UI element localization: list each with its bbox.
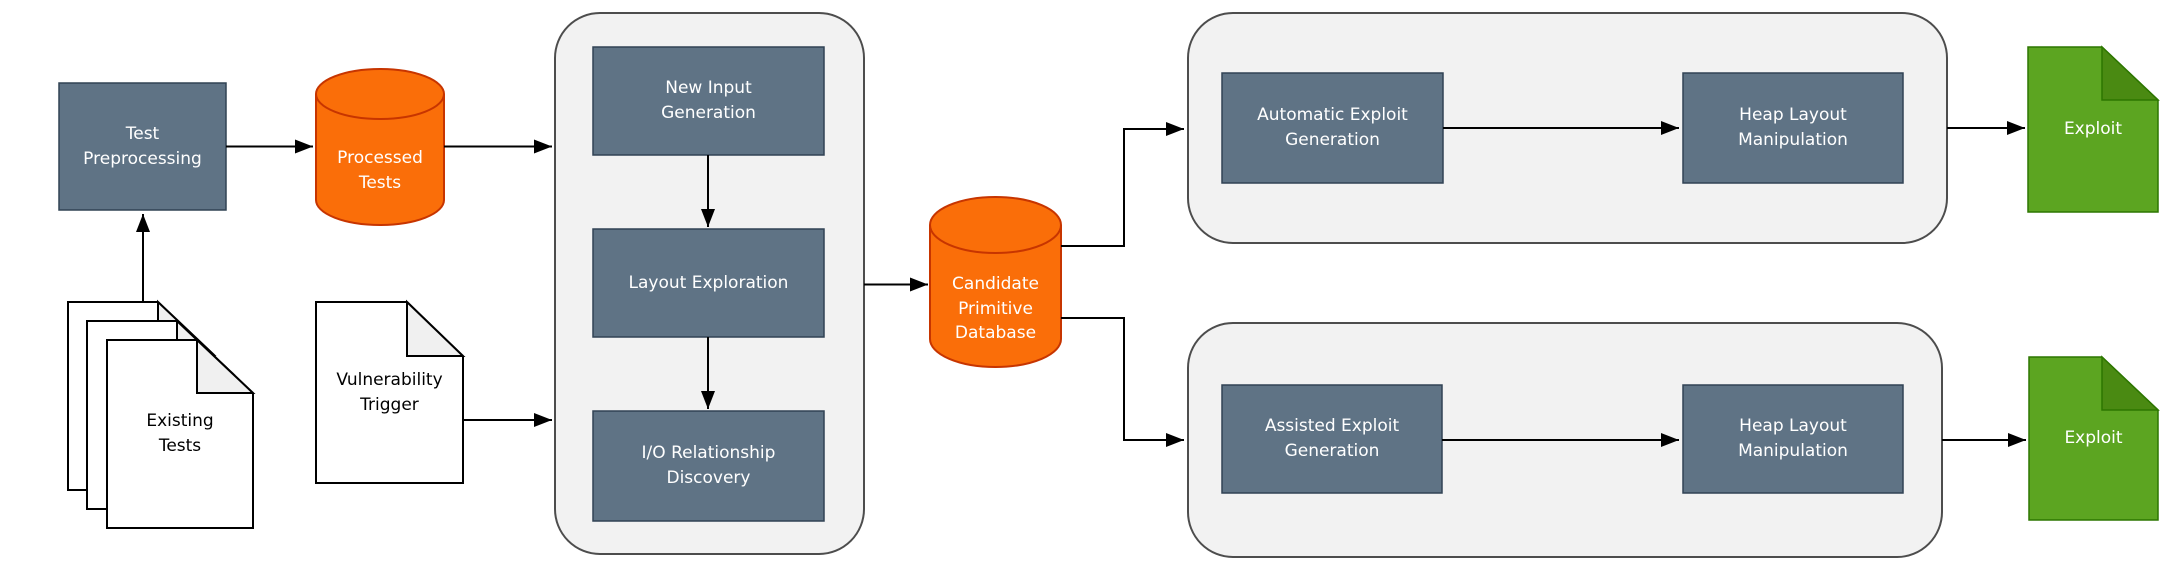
new-input-generation-label: New Input Generation: [661, 78, 756, 123]
arrow-candidate-db-to-automatic-container: [1061, 122, 1184, 247]
test-preprocessing-label: Test Preprocessing: [83, 123, 202, 169]
exploit-top-fold-icon: [2101, 45, 2160, 101]
arrow-candidate-db-to-assisted-container: [1061, 317, 1184, 447]
exploit-bottom-label: Exploit: [2064, 428, 2123, 449]
heap-layout-manipulation-top-box: [1682, 72, 1904, 184]
layout-exploration-label: Layout Exploration: [628, 272, 789, 293]
exploit-top-label: Exploit: [2063, 119, 2123, 140]
exploit-bottom-fold-icon: [2101, 355, 2160, 411]
automatic-exploit-generation-label: Automatic Exploit Generation: [1257, 105, 1408, 150]
candidate-primitive-database-cylinder-icon: [929, 196, 1062, 368]
existing-tests-document-stack: [67, 299, 256, 529]
assisted-exploit-generation-box: [1221, 384, 1443, 494]
assisted-exploit-generation-label: Assisted Exploit Generation: [1264, 416, 1400, 461]
existing-tests-page-front-fold-icon: [196, 337, 256, 394]
existing-tests-label: Existing Tests: [146, 411, 214, 456]
candidate-primitive-database-label: Candidate Primitive Database: [952, 274, 1039, 344]
io-relationship-discovery-label: I/O Relationship Discovery: [641, 443, 776, 488]
test-preprocessing-box: [58, 82, 227, 211]
vulnerability-trigger-label: Vulnerability Trigger: [336, 369, 443, 415]
heap-layout-manipulation-bottom-label: Heap Layout Manipulation: [1738, 416, 1848, 461]
layout-exploration-box: [592, 228, 825, 338]
heap-layout-manipulation-top-label: Heap Layout Manipulation: [1738, 105, 1848, 150]
vulnerability-trigger-fold-icon: [406, 299, 466, 357]
automatic-exploit-generation-box: [1221, 72, 1444, 184]
processed-tests-cylinder-icon: [315, 68, 445, 226]
heap-layout-manipulation-bottom-box: [1682, 384, 1904, 494]
processed-tests-label: Processed Tests: [337, 148, 423, 193]
io-relationship-discovery-box: [592, 410, 825, 522]
new-input-generation-box: [592, 46, 825, 156]
